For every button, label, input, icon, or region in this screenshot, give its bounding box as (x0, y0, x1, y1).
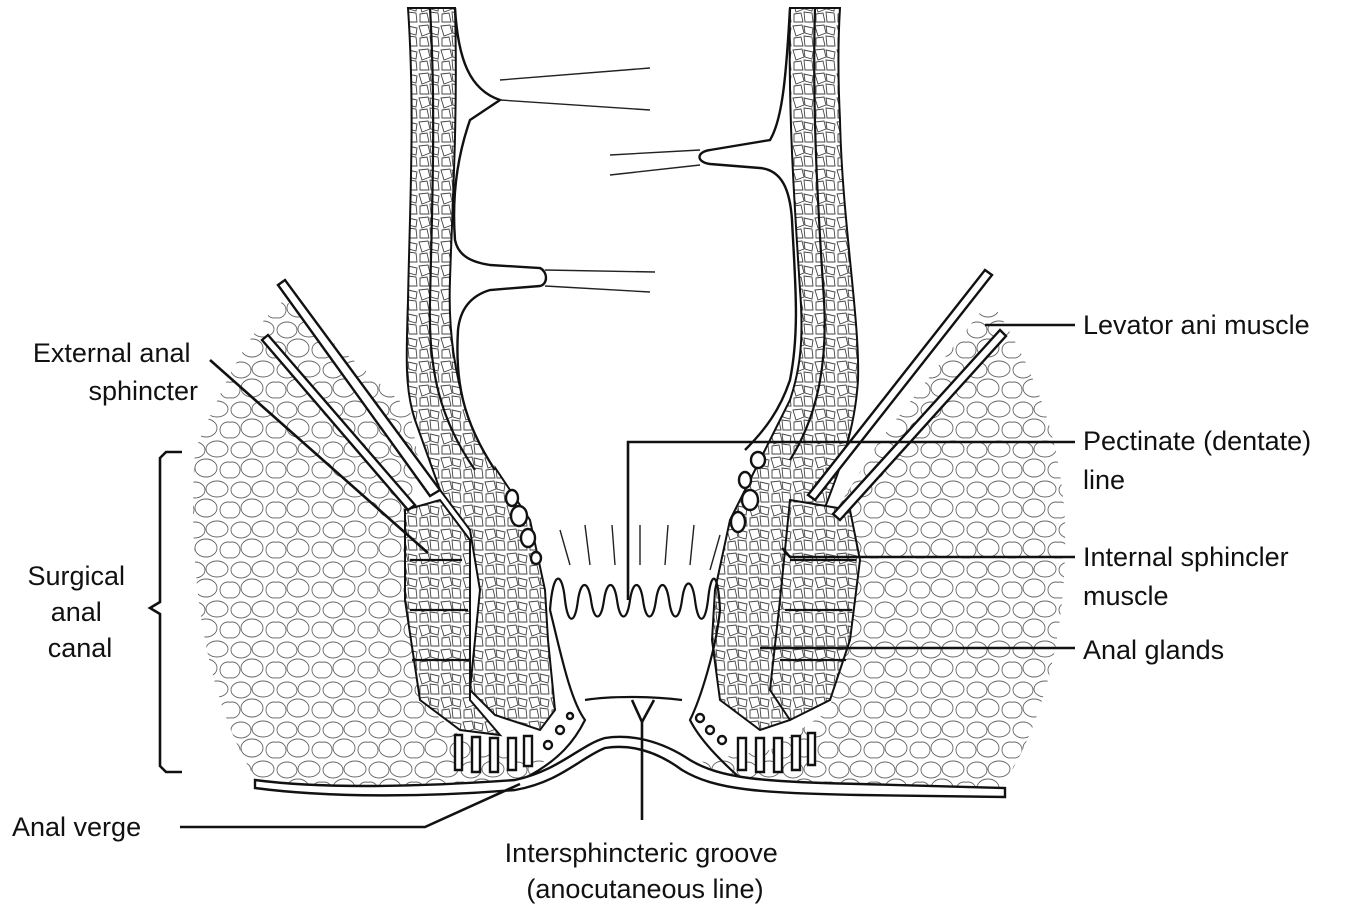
leader-intersphincteric-groove (632, 700, 654, 820)
label-intersphincteric-groove: Intersphincteric groove (anocutaneous li… (505, 838, 786, 904)
label-levator-ani-muscle: Levator ani muscle (1083, 310, 1310, 340)
pectinate-wavy-mucosa (550, 579, 720, 619)
label-external-anal-sphincter: External anal sphincter (33, 338, 198, 406)
label-anal-verge: Anal verge (12, 812, 141, 842)
label-anal-glands: Anal glands (1083, 635, 1224, 665)
bracket-surgical-anal-canal (150, 452, 182, 772)
label-internal-sphincter-muscle: Internal sphincler muscle (1083, 542, 1296, 611)
label-surgical-anal-canal: Surgical anal canal (27, 561, 132, 663)
label-pectinate-line: Pectinate (dentate) line (1083, 426, 1319, 495)
